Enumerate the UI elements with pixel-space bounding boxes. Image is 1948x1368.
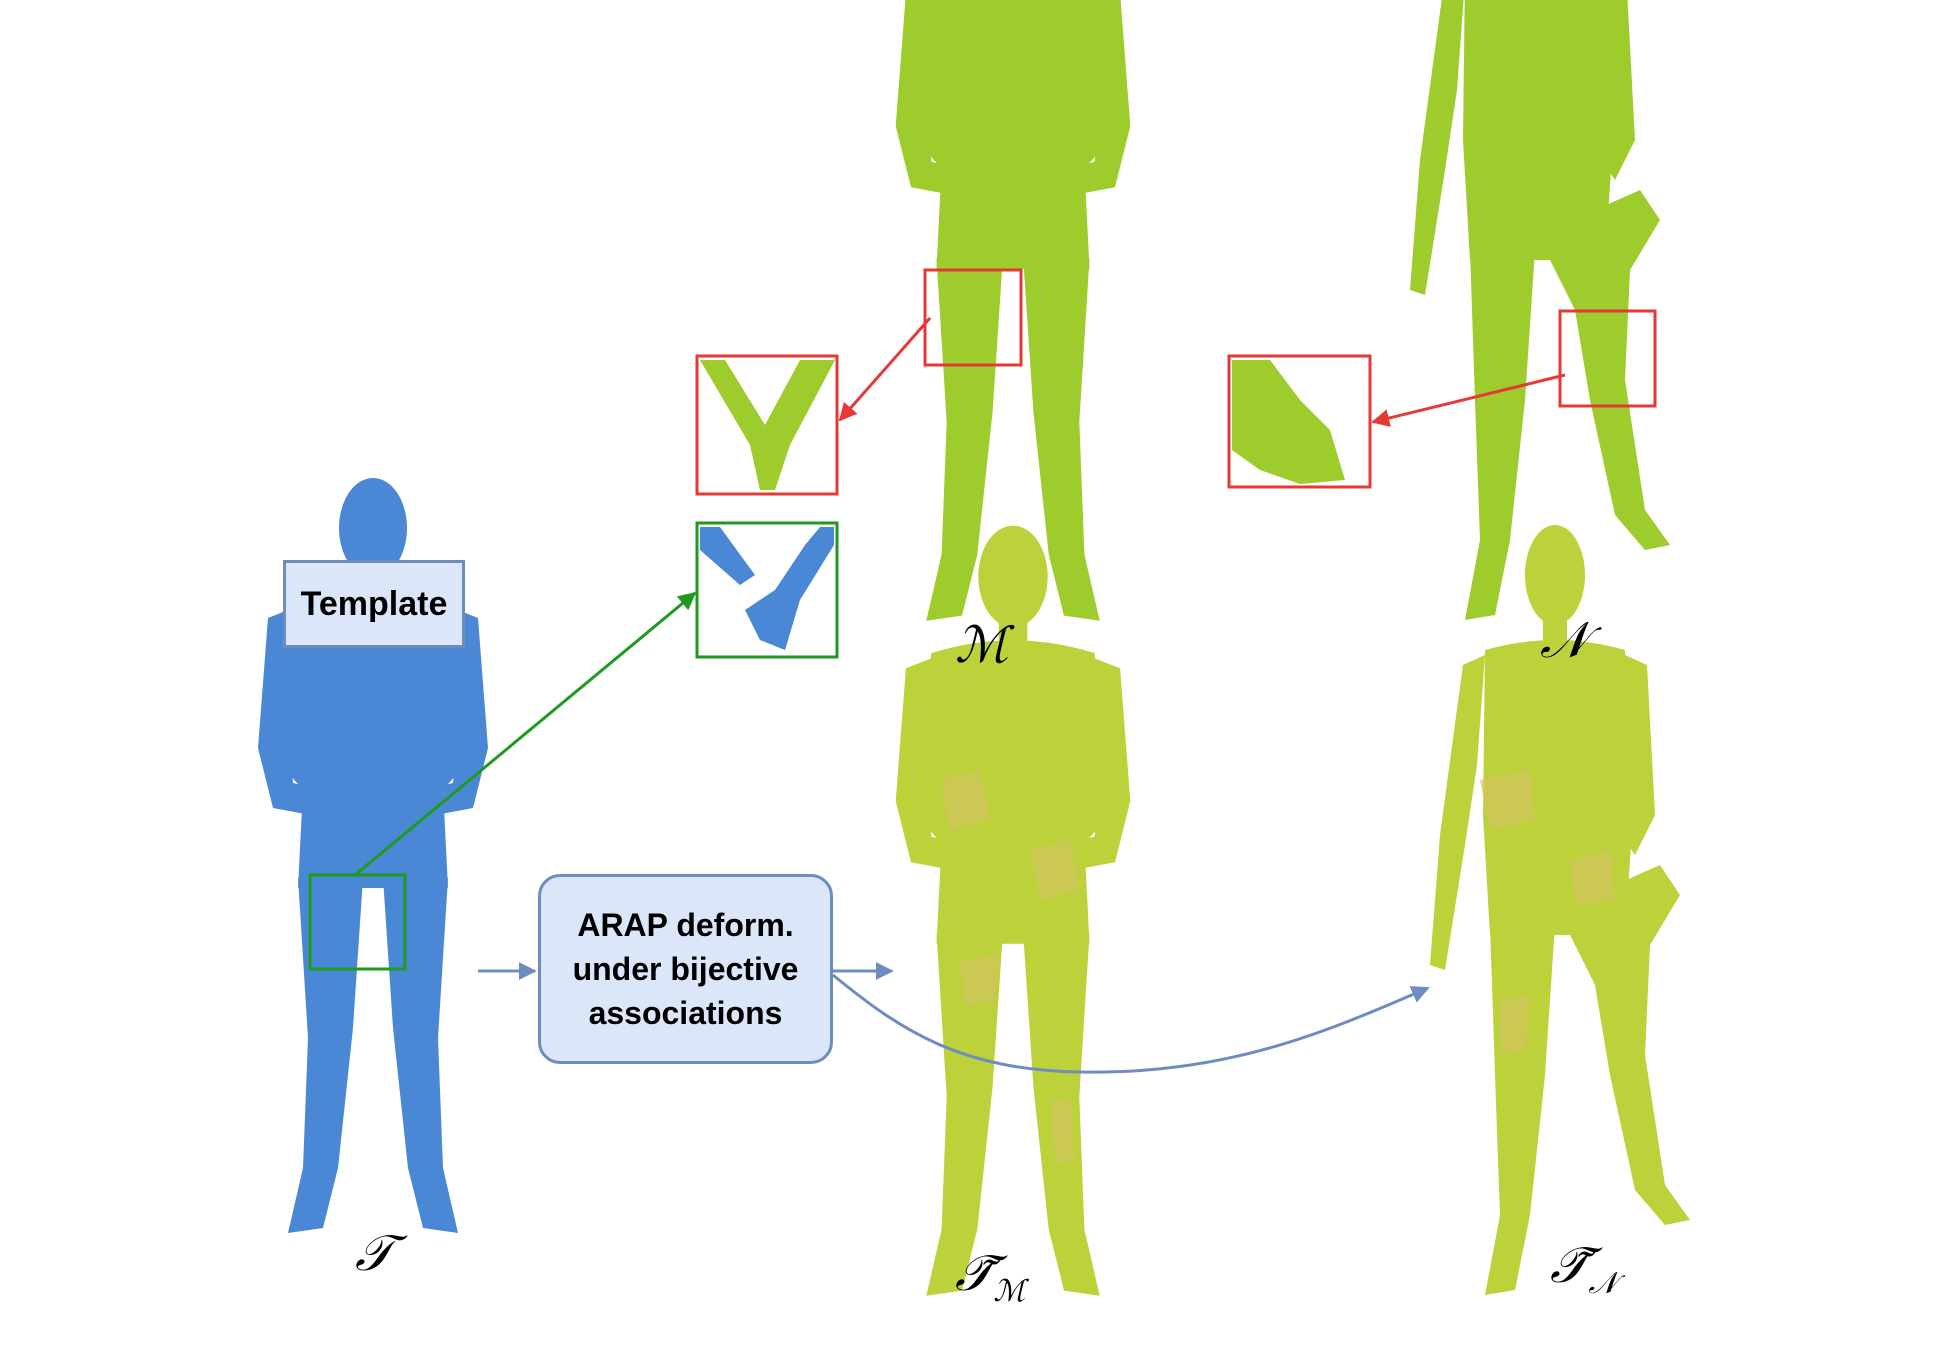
arap-deformation-box: ARAP deform. under bijective association… (538, 874, 833, 1064)
template-label: Template (300, 584, 448, 623)
template-symbol: 𝒯 (355, 1224, 394, 1282)
deformed-m-symbol: 𝒯̃ℳ (955, 1244, 1026, 1309)
deformed-mesh-m (895, 525, 1131, 1296)
highlight-box-m (923, 268, 1023, 367)
arrow-template-to-inset (354, 591, 697, 877)
arap-label: ARAP deform. under bijective association… (572, 907, 799, 1031)
deformed-n-symbol: 𝒯̃𝒩 (1550, 1236, 1618, 1301)
zoom-inset-n (1227, 354, 1372, 489)
highlight-box-template (308, 873, 407, 971)
deformed-mesh-m-patches (940, 770, 1080, 1165)
arrow-box-to-deformed-n (832, 973, 1430, 1074)
highlight-box-n (1558, 309, 1657, 408)
mesh-n-symbol: 𝒩 (1540, 611, 1588, 669)
zoom-inset-template (695, 521, 839, 659)
arrow-n-to-inset (1371, 373, 1566, 427)
arrow-m-to-inset (838, 317, 932, 422)
template-label-box: Template (283, 560, 465, 648)
mesh-m-symbol: ℳ (955, 616, 1009, 674)
deformed-mesh-n-patches (1480, 770, 1615, 1055)
zoom-inset-m (695, 354, 839, 496)
